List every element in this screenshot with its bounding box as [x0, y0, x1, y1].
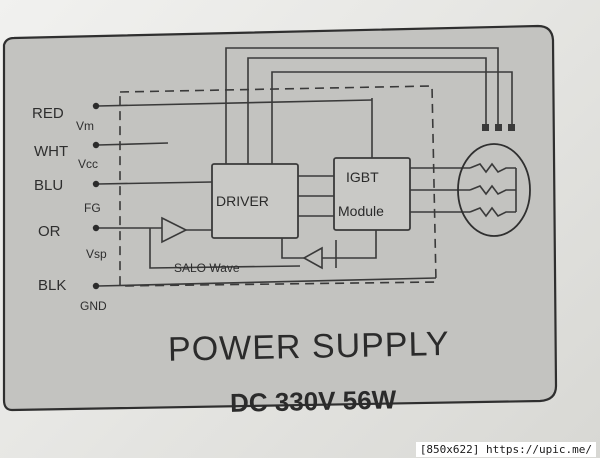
pin-wire-red [97, 99, 373, 107]
igbt-label-line1: IGBT [346, 169, 379, 185]
pin-signal-vsp: Vsp [86, 247, 107, 261]
pin-label-wht: WHT [34, 143, 68, 160]
motor-terminal-1 [482, 124, 489, 131]
pin-dot-wht [92, 141, 100, 149]
top-wire-2 [247, 57, 487, 166]
dashed-enclosure [119, 85, 437, 287]
pin-signal-fg: FG [84, 201, 101, 215]
pin-label-blu: BLU [34, 177, 63, 194]
top-wire-3 [271, 71, 513, 166]
motor-coil-1 [469, 162, 516, 174]
motor-coil-2 [469, 184, 516, 196]
pin-wire-blu [97, 181, 213, 185]
rating-text: DC 330V 56W [230, 384, 397, 417]
pin-wire-blk [97, 277, 437, 287]
pin-label-red: RED [32, 105, 64, 122]
motor-coil-3 [469, 206, 516, 218]
watermark: [850x622] https://upic.me/ [415, 442, 596, 457]
igbt-box [333, 157, 411, 231]
feedback-wire [281, 238, 304, 259]
power-supply-title: POWER SUPPLY [168, 325, 450, 369]
pin-label-blk: BLK [38, 277, 66, 294]
driver-box [211, 163, 299, 239]
driver-label: DRIVER [216, 193, 269, 209]
pin-label-or: OR [38, 223, 61, 240]
wave-label: SALO Wave [174, 261, 240, 275]
vsp-amplifier [161, 216, 188, 244]
feedback-return [322, 230, 377, 259]
pin-signal-vcc: Vcc [78, 157, 98, 171]
motor-terminal-3 [508, 124, 515, 131]
pin-signal-gnd: GND [80, 299, 107, 313]
vsp-feedback [149, 228, 301, 269]
motor-terminal-2 [495, 124, 502, 131]
pin-dot-red [92, 102, 100, 110]
pin-signal-vm: Vm [76, 119, 94, 133]
pin-wire-wht [97, 142, 169, 146]
igbt-label-line2: Module [338, 203, 384, 219]
pin-dot-blk [92, 282, 100, 290]
top-wire-1 [225, 47, 499, 168]
pin-dot-blu [92, 180, 100, 188]
motor-circle [457, 143, 531, 237]
pin-dot-or [92, 224, 100, 232]
